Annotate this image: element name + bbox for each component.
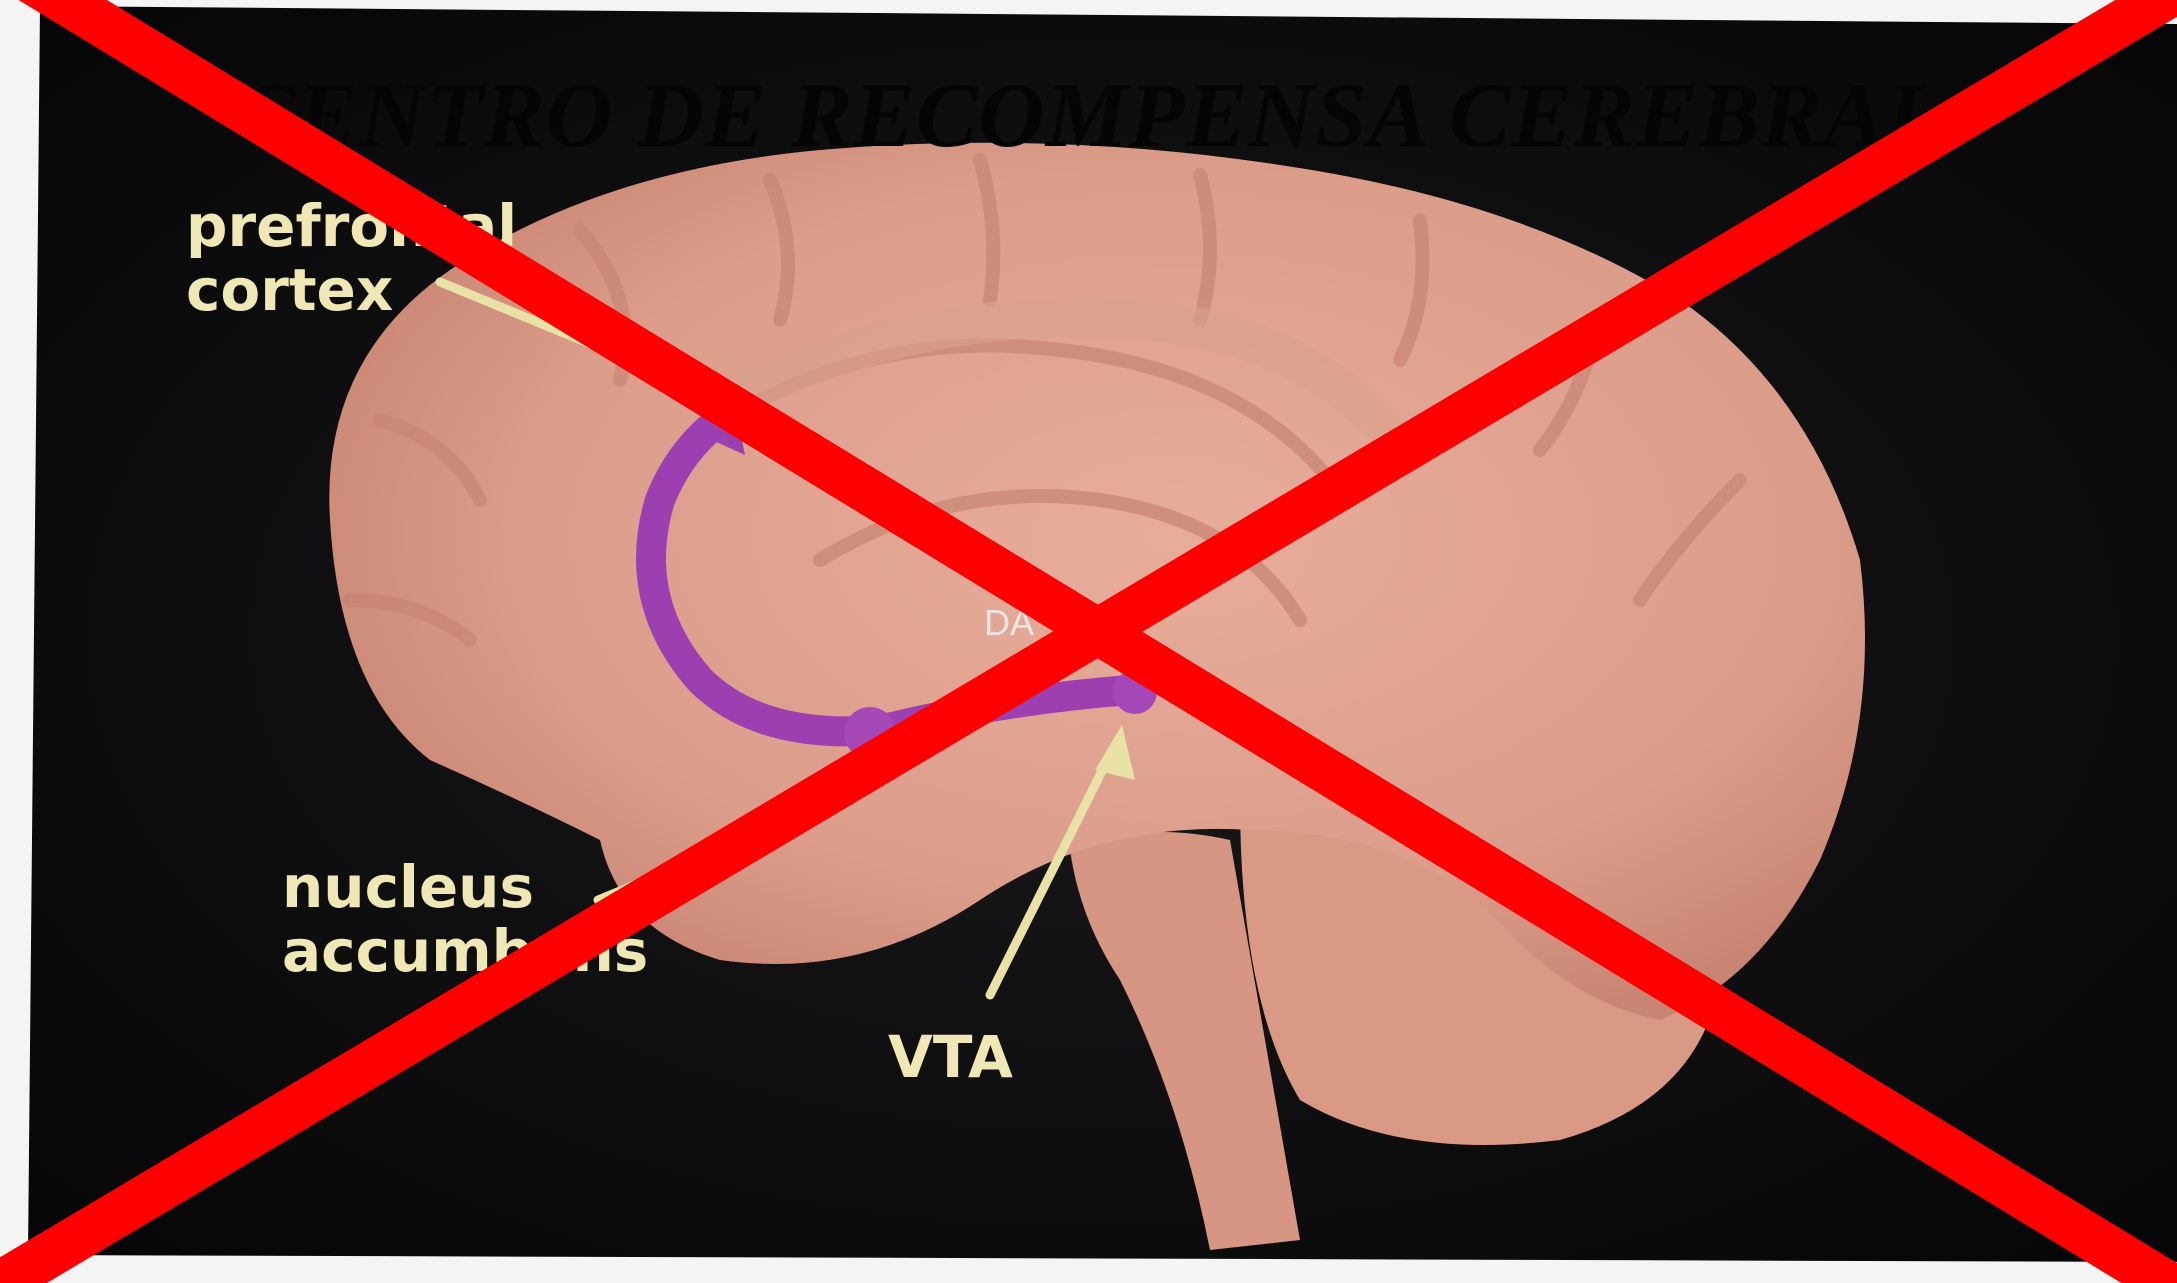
red-cross-overlay bbox=[0, 0, 2177, 1283]
